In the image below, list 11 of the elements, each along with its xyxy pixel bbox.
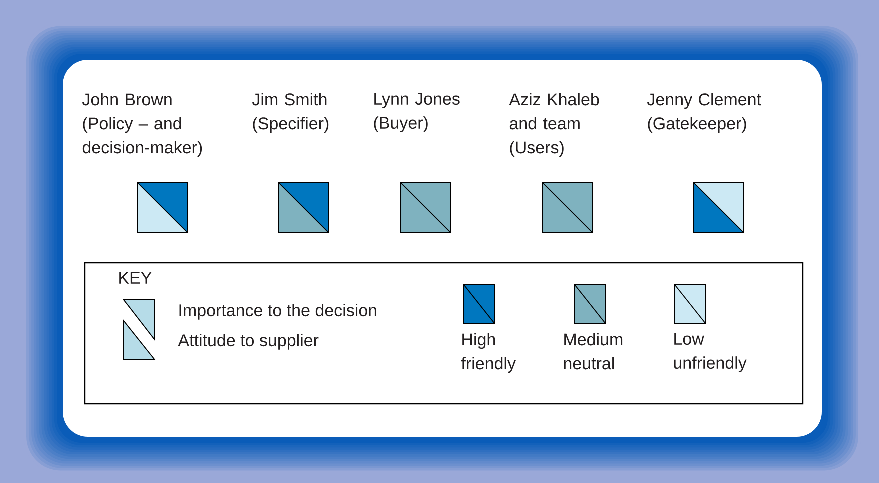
person-label: Jim Smith (Specifier) xyxy=(252,93,329,134)
key-heading: KEY xyxy=(120,272,152,284)
legend-label: High friendly xyxy=(461,333,516,374)
person-label: Jenny Clement (Gatekeeper) xyxy=(647,93,762,134)
legend-label: Importance to the decision xyxy=(180,304,376,320)
person-label: John Brown (Policy – and decision-maker) xyxy=(82,93,202,158)
legend-label: Medium neutral xyxy=(564,333,623,370)
legend-label: Low unfriendly xyxy=(674,333,747,372)
person-label: Aziz Khaleb and team (Users) xyxy=(509,93,600,158)
legend-label: Attitude to supplier xyxy=(178,334,319,350)
person-label: Lynn Jones (Buyer) xyxy=(374,93,460,132)
